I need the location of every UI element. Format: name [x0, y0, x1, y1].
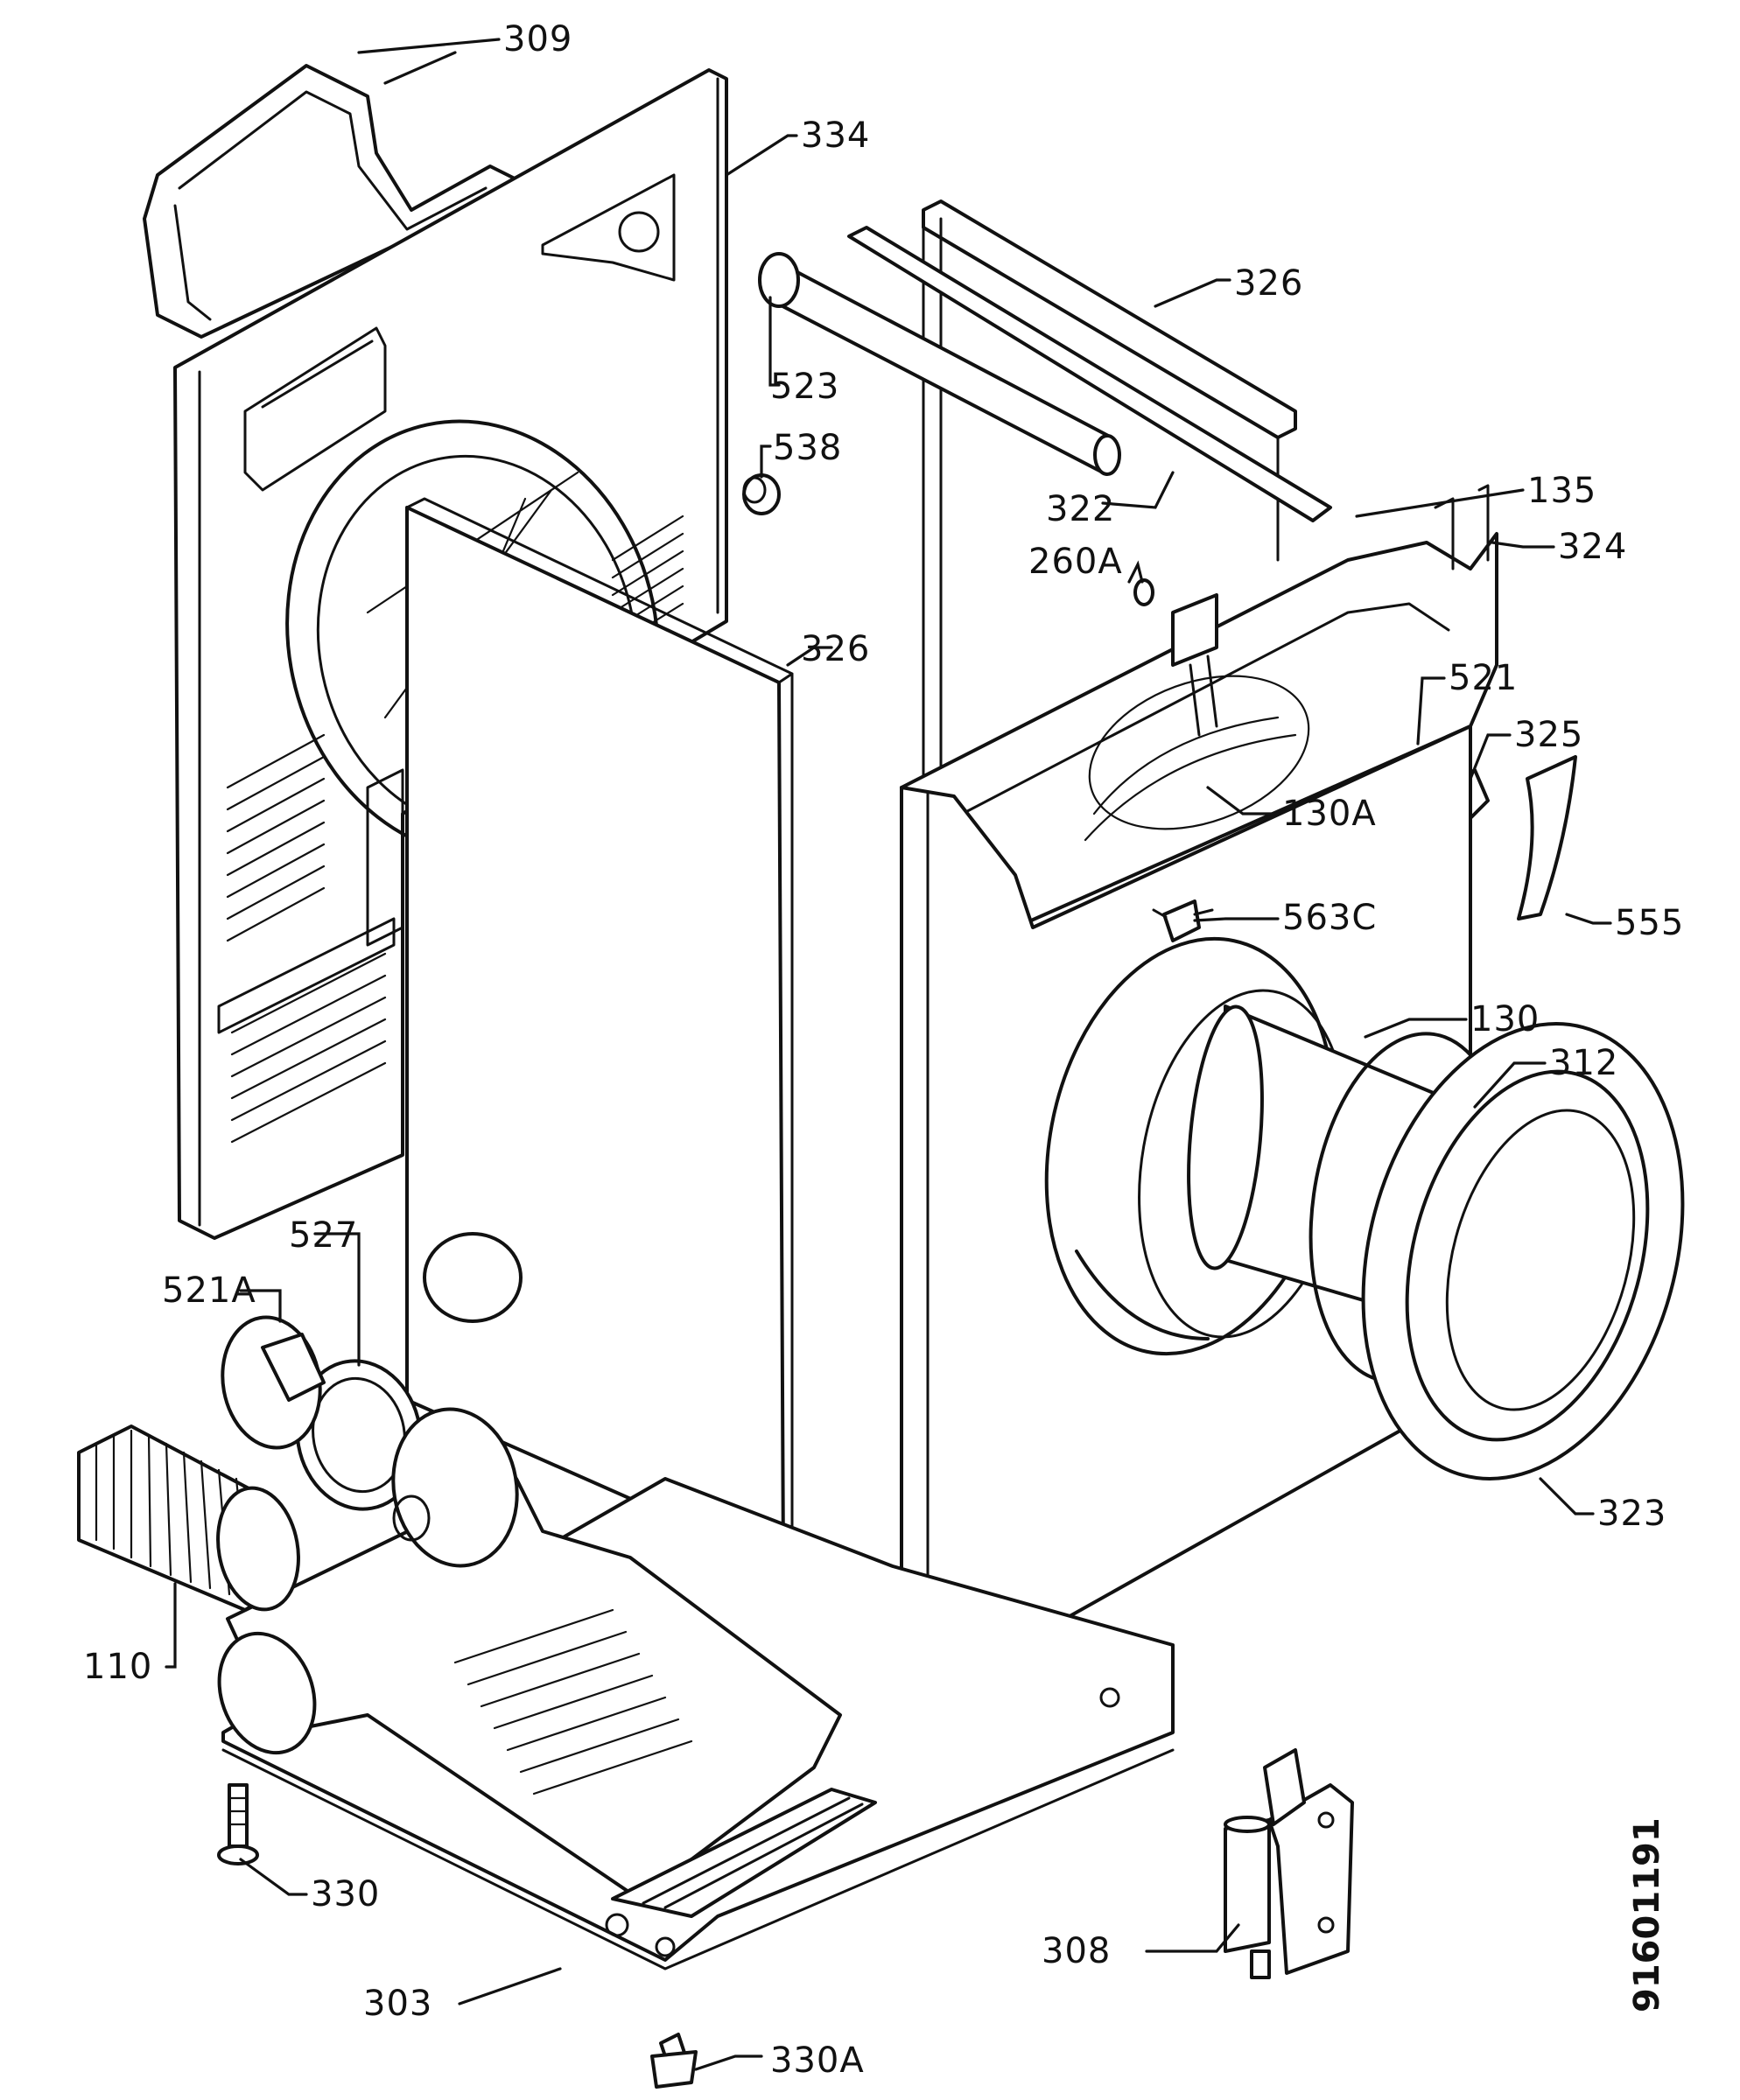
part-555-badge	[1517, 755, 1577, 920]
part-label-260a: 260A	[1028, 542, 1123, 582]
part-322-strip	[847, 226, 1332, 522]
part-308-hinge	[1224, 1748, 1354, 1979]
part-label-325: 325	[1514, 715, 1583, 755]
part-330A-foot	[650, 2033, 698, 2089]
part-label-135: 135	[1527, 471, 1596, 511]
part-523-tube	[758, 252, 1121, 476]
part-323-door-ring	[1361, 1022, 1685, 1480]
part-303-base	[217, 1477, 1175, 1970]
part-label-323: 323	[1597, 1494, 1666, 1534]
part-label-538: 538	[773, 428, 842, 468]
part-label-110: 110	[83, 1647, 152, 1687]
part-label-130: 130	[1470, 999, 1540, 1040]
part-label-322: 322	[1046, 489, 1115, 529]
part-538-bush	[742, 473, 781, 515]
leader-lines	[165, 38, 1612, 2071]
part-label-303: 303	[363, 1984, 432, 2024]
part-326-rail	[922, 200, 1297, 807]
part-label-527: 527	[289, 1215, 358, 1256]
part-label-308: 308	[1042, 1931, 1111, 1971]
part-label-312: 312	[1549, 1043, 1618, 1083]
part-duct-elbow	[391, 1407, 519, 1568]
part-label-130a: 130A	[1282, 794, 1377, 834]
part-521A-adapter	[221, 1315, 326, 1450]
part-label-326: 326	[1234, 263, 1303, 304]
part-label-330: 330	[311, 1874, 380, 1914]
part-110-hose	[77, 1424, 300, 1612]
part-label-521: 521	[1449, 658, 1518, 698]
part-label-324: 324	[1558, 527, 1627, 567]
part-label-334: 334	[801, 116, 870, 156]
part-label-555: 555	[1615, 903, 1684, 943]
part-330-foot	[217, 1783, 259, 1866]
part-563C-connector	[1152, 900, 1214, 942]
part-label-330a: 330A	[770, 2040, 865, 2081]
part-135-bracket	[1171, 593, 1218, 737]
part-326-side-panel	[405, 497, 794, 1568]
part-label-309: 309	[503, 19, 572, 60]
part-number-labels: 309 334 326 523 538 322 135 260A 324 326 521 325 130…	[83, 19, 1684, 2081]
part-309-top-frame	[143, 64, 527, 339]
part-label-523: 523	[770, 367, 839, 407]
part-label-326: 326	[801, 629, 870, 669]
part-260A-clip	[1133, 578, 1154, 606]
drawing-number: 91601191	[1627, 1817, 1667, 2012]
part-label-563c: 563C	[1282, 898, 1377, 938]
part-label-521a: 521A	[162, 1270, 256, 1311]
